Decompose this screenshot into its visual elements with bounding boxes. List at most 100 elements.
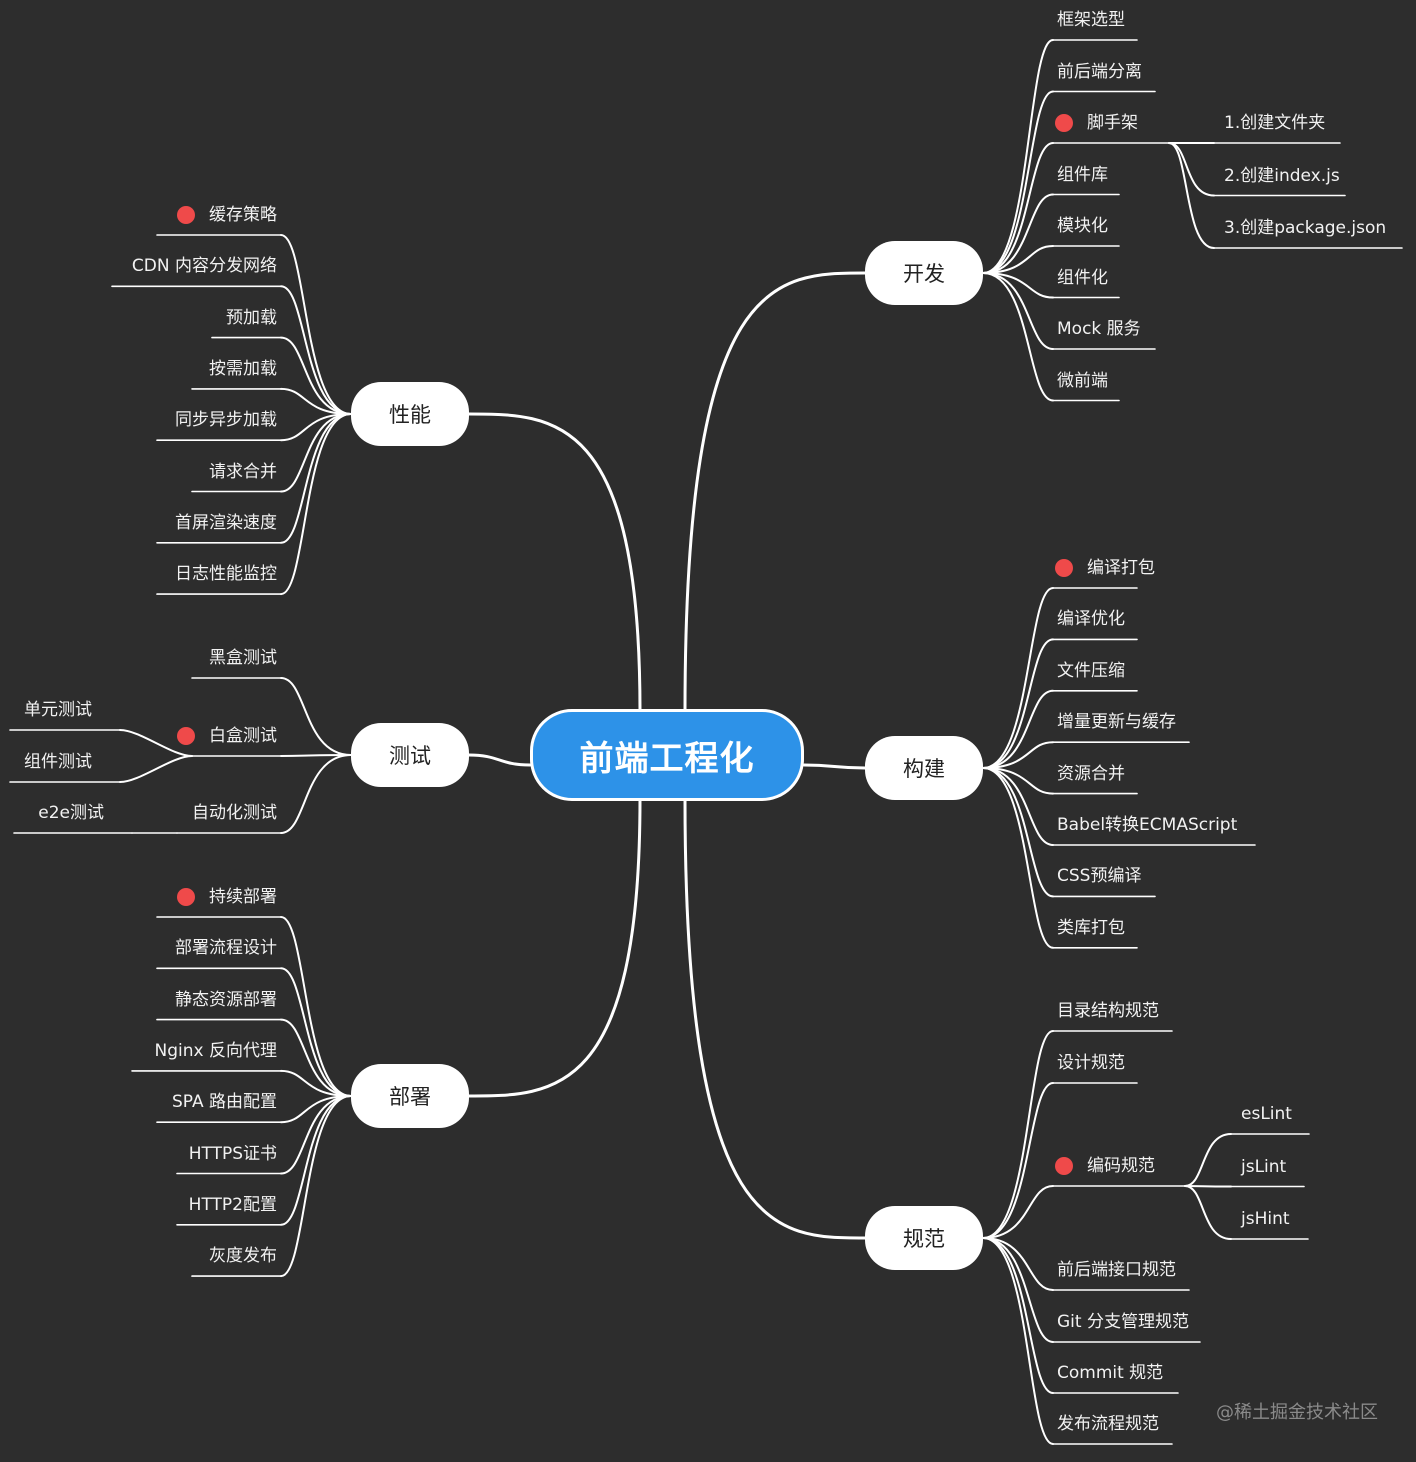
node-label: 组件化: [1057, 267, 1108, 288]
node-label: 增量更新与缓存: [1057, 712, 1176, 733]
node-0-4[interactable]: 模块化: [1057, 215, 1108, 237]
node-3-7[interactable]: 日志性能监控: [175, 563, 277, 585]
node-3-0[interactable]: 缓存策略: [177, 204, 277, 226]
node-0-3[interactable]: 组件库: [1057, 164, 1108, 186]
node-label: jsLint: [1241, 1156, 1287, 1177]
branch-node-0[interactable]: 开发: [865, 241, 983, 305]
node-label: esLint: [1241, 1104, 1292, 1124]
node-3-5[interactable]: 请求合并: [209, 461, 277, 483]
branch-node-5[interactable]: 部署: [351, 1064, 469, 1128]
node-label: 日志性能监控: [175, 564, 277, 585]
node-label: 发布流程规范: [1057, 1414, 1159, 1434]
branch-node-2[interactable]: 规范: [865, 1206, 983, 1270]
sub-node-4-2-0[interactable]: e2e测试: [38, 802, 104, 824]
sub-node-0-2-0[interactable]: 1.创建文件夹: [1224, 112, 1325, 134]
sub-node-2-2-2[interactable]: jsHint: [1241, 1208, 1290, 1230]
branch-node-3[interactable]: 性能: [351, 382, 469, 446]
node-0-5[interactable]: 组件化: [1057, 267, 1108, 289]
node-1-4[interactable]: 资源合并: [1057, 763, 1125, 785]
node-label: jsHint: [1241, 1209, 1290, 1229]
node-2-5[interactable]: Commit 规范: [1057, 1362, 1163, 1384]
node-5-6[interactable]: HTTP2配置: [189, 1194, 277, 1216]
node-5-3[interactable]: Nginx 反向代理: [155, 1040, 277, 1062]
node-3-3[interactable]: 按需加载: [209, 358, 277, 380]
node-3-6[interactable]: 首屏渲染速度: [175, 512, 277, 534]
node-label: 框架选型: [1057, 10, 1125, 30]
node-5-2[interactable]: 静态资源部署: [175, 989, 277, 1011]
node-5-0[interactable]: 持续部署: [177, 886, 277, 908]
sub-node-0-2-2[interactable]: 3.创建package.json: [1224, 217, 1386, 239]
node-1-2[interactable]: 文件压缩: [1057, 660, 1125, 682]
branch-node-1[interactable]: 构建: [865, 736, 983, 800]
node-0-1[interactable]: 前后端分离: [1057, 61, 1142, 83]
node-label: 资源合并: [1057, 763, 1125, 784]
node-label: 黑盒测试: [209, 648, 277, 668]
node-label: 组件测试: [24, 752, 92, 772]
node-label: 微前端: [1057, 370, 1108, 391]
priority-dot-icon: [177, 727, 195, 745]
node-label: 静态资源部署: [175, 989, 277, 1010]
node-1-1[interactable]: 编译优化: [1057, 608, 1125, 630]
node-label: Babel转换ECMAScript: [1057, 815, 1238, 835]
node-5-4[interactable]: SPA 路由配置: [172, 1091, 277, 1113]
node-1-0[interactable]: 编译打包: [1055, 557, 1155, 579]
priority-dot-icon: [1055, 559, 1073, 577]
node-1-3[interactable]: 增量更新与缓存: [1057, 711, 1176, 733]
node-4-2[interactable]: 自动化测试: [192, 802, 277, 824]
node-5-5[interactable]: HTTPS证书: [189, 1143, 277, 1165]
node-0-2[interactable]: 脚手架: [1055, 112, 1138, 134]
node-label: SPA 路由配置: [172, 1092, 277, 1113]
branch-label: 开发: [903, 262, 945, 286]
priority-dot-icon: [1055, 114, 1073, 132]
node-label: CSS预编译: [1057, 866, 1142, 887]
node-3-1[interactable]: CDN 内容分发网络: [132, 255, 277, 277]
node-label: 单元测试: [24, 700, 92, 720]
node-label: 脚手架: [1087, 113, 1138, 133]
node-4-1[interactable]: 白盒测试: [177, 725, 277, 747]
node-2-0[interactable]: 目录结构规范: [1057, 1000, 1159, 1022]
node-label: 缓存策略: [209, 205, 277, 225]
node-1-6[interactable]: CSS预编译: [1057, 865, 1141, 887]
node-5-7[interactable]: 灰度发布: [209, 1245, 277, 1267]
node-2-2[interactable]: 编码规范: [1055, 1155, 1155, 1177]
node-label: CDN 内容分发网络: [131, 256, 277, 277]
watermark: @稀土掘金技术社区: [1216, 1402, 1378, 1423]
node-3-4[interactable]: 同步异步加载: [175, 409, 277, 431]
sub-node-4-1-1[interactable]: 组件测试: [24, 751, 92, 773]
node-1-7[interactable]: 类库打包: [1057, 917, 1125, 939]
node-label: 编译打包: [1087, 558, 1155, 578]
sub-node-2-2-0[interactable]: esLint: [1241, 1103, 1292, 1125]
node-label: 类库打包: [1057, 917, 1125, 938]
node-1-5[interactable]: Babel转换ECMAScript: [1057, 814, 1237, 836]
root-node[interactable]: 前端工程化: [530, 709, 804, 801]
sub-node-4-1-0[interactable]: 单元测试: [24, 699, 92, 721]
node-label: Git 分支管理规范: [1057, 1312, 1189, 1332]
node-2-6[interactable]: 发布流程规范: [1057, 1413, 1159, 1435]
sub-node-0-2-1[interactable]: 2.创建index.js: [1224, 165, 1340, 187]
node-4-0[interactable]: 黑盒测试: [209, 647, 277, 669]
branch-node-4[interactable]: 测试: [351, 723, 469, 787]
node-label: e2e测试: [38, 803, 104, 823]
node-label: 持续部署: [209, 887, 277, 907]
node-label: Mock 服务: [1057, 319, 1141, 339]
node-label: 设计规范: [1057, 1053, 1125, 1073]
node-label: HTTPS证书: [188, 1143, 277, 1164]
branch-label: 规范: [903, 1227, 945, 1251]
node-0-7[interactable]: 微前端: [1057, 370, 1108, 392]
node-5-1[interactable]: 部署流程设计: [175, 937, 277, 959]
node-label: 前后端分离: [1057, 61, 1142, 82]
node-label: 白盒测试: [209, 726, 277, 746]
node-2-4[interactable]: Git 分支管理规范: [1057, 1311, 1189, 1333]
node-0-6[interactable]: Mock 服务: [1057, 318, 1141, 340]
node-label: 自动化测试: [192, 803, 277, 823]
sub-node-2-2-1[interactable]: jsLint: [1241, 1156, 1286, 1178]
node-2-1[interactable]: 设计规范: [1057, 1052, 1125, 1074]
node-label: 目录结构规范: [1057, 1001, 1159, 1021]
priority-dot-icon: [177, 206, 195, 224]
node-2-3[interactable]: 前后端接口规范: [1057, 1259, 1176, 1281]
node-0-0[interactable]: 框架选型: [1057, 9, 1125, 31]
priority-dot-icon: [1055, 1157, 1073, 1175]
node-3-2[interactable]: 预加载: [226, 307, 277, 329]
